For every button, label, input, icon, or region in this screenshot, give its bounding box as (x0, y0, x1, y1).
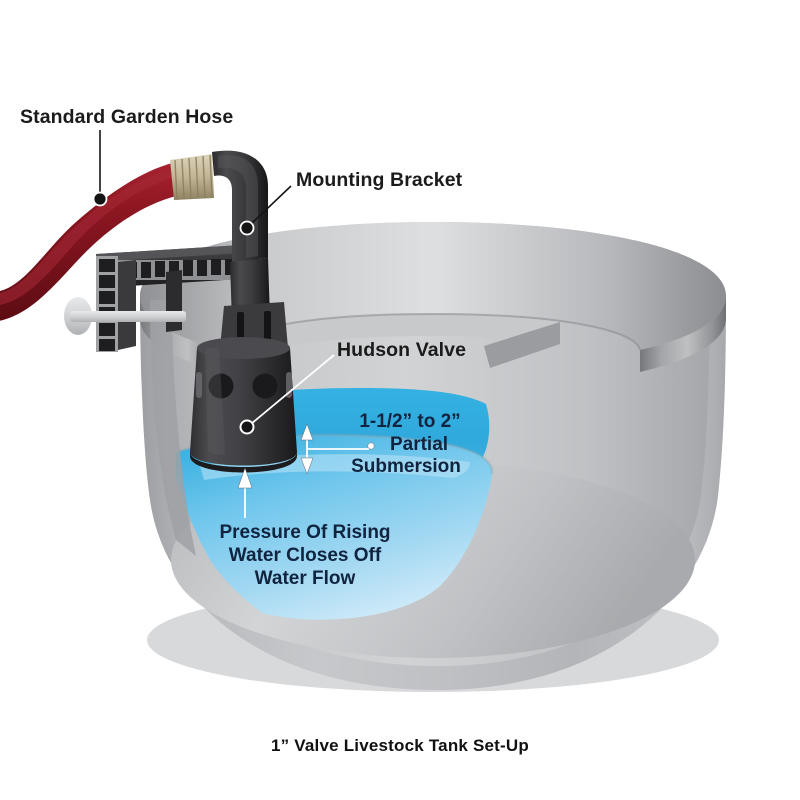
hose-body (0, 163, 176, 321)
label-submersion-partial: Partial (390, 434, 448, 455)
livestock-tank (140, 222, 726, 692)
valve-side-slot-left (196, 372, 202, 398)
leader-garden-hose (92, 130, 108, 207)
hudson-valve (190, 337, 297, 473)
label-submersion-measure: 1-1/2” to 2” (359, 411, 460, 432)
valve-port-hole-left (208, 373, 234, 399)
label-hudson-valve: Hudson Valve (337, 339, 466, 361)
valve-port-hole-right (252, 373, 278, 399)
leader-hudson-valve (239, 354, 335, 435)
water-body (175, 435, 493, 620)
valve-highlight (205, 347, 225, 455)
hose-highlight (0, 169, 172, 305)
tank-rim-cut-front (226, 314, 560, 372)
tank-rim-edge-right (640, 296, 726, 372)
label-pressure-line1: Pressure Of Rising (219, 522, 390, 543)
label-submersion-submersion: Submersion (351, 456, 461, 477)
bracket-clamp-plate (118, 260, 136, 350)
label-standard-garden-hose: Standard Garden Hose (20, 106, 233, 128)
leader-mounting-bracket (239, 185, 292, 236)
submersion-depth-arrow (300, 423, 375, 475)
bracket-top-arm-highlight (96, 244, 258, 262)
valve-body (190, 340, 297, 466)
bracket-strut (166, 270, 182, 332)
tank-rim-top (140, 222, 726, 350)
valve-top-cap (197, 337, 290, 359)
label-pressure-line2: Water Closes Off (229, 545, 382, 566)
tank-rim-cut-edge (484, 322, 560, 368)
tank-cutaway-edge (150, 300, 196, 556)
standard-garden-hose (0, 163, 176, 321)
mounting-bracket (64, 244, 260, 352)
rising-water-arrow (237, 467, 253, 518)
bracket-tooth-rack-vertical (96, 256, 118, 352)
adjustment-screw[interactable] (64, 297, 186, 335)
elbow-body (212, 150, 268, 262)
threaded-coupling (170, 154, 214, 201)
valve-base (190, 452, 297, 473)
label-mounting-bracket: Mounting Bracket (296, 169, 463, 191)
label-pressure-line3: Water Flow (255, 568, 356, 589)
diagram-caption: 1” Valve Livestock Tank Set-Up (271, 736, 529, 755)
